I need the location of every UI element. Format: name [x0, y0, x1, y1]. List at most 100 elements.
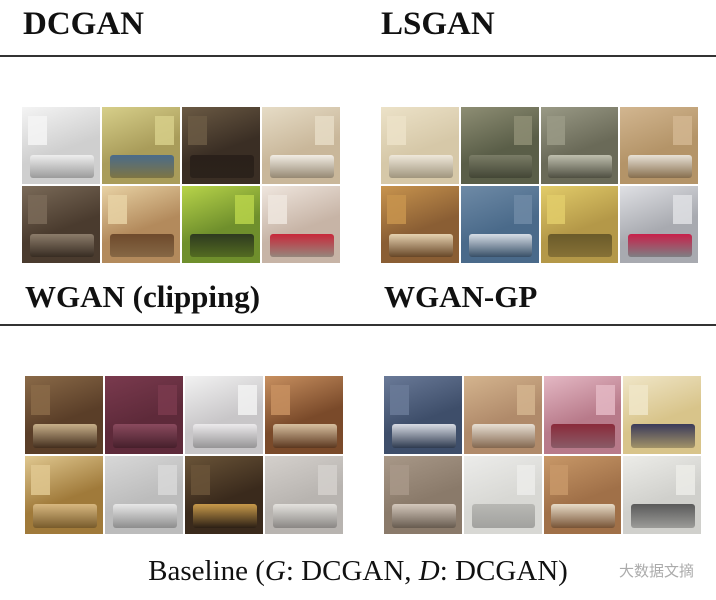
window-shape [191, 465, 210, 495]
sample-image [185, 456, 263, 534]
sample-image [102, 107, 180, 184]
window-shape [31, 465, 50, 495]
sample-image [543, 376, 622, 454]
top-divider [0, 55, 716, 57]
window-shape [596, 385, 616, 415]
window-shape [387, 116, 406, 146]
window-shape [158, 465, 177, 495]
caption-d-symbol: D [418, 555, 440, 587]
sample-image [185, 376, 263, 454]
bed-shape [189, 233, 254, 257]
window-shape [516, 465, 536, 495]
bed-shape [192, 424, 257, 448]
window-shape [513, 195, 533, 225]
window-shape [549, 465, 569, 495]
sample-image [384, 456, 462, 534]
window-shape [546, 116, 566, 146]
window-shape [235, 195, 254, 225]
window-shape [387, 195, 406, 225]
window-shape [158, 385, 177, 415]
sample-image [381, 107, 459, 184]
bed-shape [32, 424, 97, 448]
bed-shape [628, 233, 692, 257]
sample-image [105, 376, 183, 454]
sample-image [262, 107, 340, 184]
sample-image [262, 186, 340, 263]
bed-shape [468, 233, 533, 257]
sample-image [22, 186, 100, 263]
window-shape [676, 465, 695, 495]
sample-image [105, 456, 183, 534]
baseline-caption: Baseline (G: DCGAN, D: DCGAN) [0, 557, 716, 586]
bed-shape [29, 233, 94, 257]
sample-image [543, 456, 622, 534]
bed-shape [189, 154, 254, 178]
lsgan-label: LSGAN [381, 6, 495, 42]
sample-image [623, 456, 701, 534]
bed-shape [548, 233, 613, 257]
bed-shape [109, 233, 174, 257]
caption-g-value: : DCGAN, [285, 555, 419, 587]
wgan-gp-label: WGAN-GP [384, 279, 538, 314]
window-shape [390, 385, 409, 415]
sample-image [182, 107, 260, 184]
bed-shape [269, 233, 334, 257]
sample-image [381, 186, 459, 263]
sample-image [620, 107, 698, 184]
window-shape [271, 385, 290, 415]
bed-shape [628, 154, 692, 178]
wgan-gp-samples-grid [384, 376, 701, 534]
window-shape [238, 385, 257, 415]
caption-g-symbol: G [264, 555, 286, 587]
sample-image [22, 107, 100, 184]
wgan-clipping-label: WGAN (clipping) [25, 279, 261, 314]
window-shape [318, 465, 337, 495]
window-shape [155, 116, 174, 146]
sample-image [460, 107, 539, 184]
sample-image [540, 186, 619, 263]
window-shape [673, 195, 692, 225]
bed-shape [112, 504, 177, 528]
sample-image [540, 107, 619, 184]
middle-divider [0, 324, 716, 326]
bed-shape [32, 504, 97, 528]
caption-prefix: Baseline ( [148, 555, 265, 587]
sample-image [460, 186, 539, 263]
window-shape [513, 116, 533, 146]
window-shape [629, 385, 649, 415]
window-shape [516, 385, 536, 415]
sample-image [620, 186, 698, 263]
window-shape [268, 195, 287, 225]
bed-shape [631, 424, 695, 448]
sample-image [265, 456, 343, 534]
bed-shape [631, 504, 695, 528]
watermark: 大数据文摘 [618, 562, 694, 580]
dcgan-label: DCGAN [23, 6, 144, 42]
window-shape [390, 465, 409, 495]
bed-shape [471, 424, 536, 448]
bed-shape [388, 233, 453, 257]
bed-shape [192, 504, 257, 528]
bed-shape [272, 424, 337, 448]
bed-shape [551, 504, 616, 528]
bed-shape [391, 424, 456, 448]
window-shape [28, 116, 47, 146]
wgan-clipping-samples-grid [25, 376, 343, 534]
dcgan-samples-grid [22, 107, 340, 263]
sample-image [623, 376, 701, 454]
lsgan-samples-grid [381, 107, 698, 263]
bed-shape [269, 154, 334, 178]
sample-image [25, 456, 103, 534]
sample-image [265, 376, 343, 454]
window-shape [188, 116, 207, 146]
bed-shape [29, 154, 94, 178]
bed-shape [548, 154, 613, 178]
sample-image [463, 376, 542, 454]
window-shape [28, 195, 47, 225]
window-shape [546, 195, 566, 225]
window-shape [108, 195, 127, 225]
caption-d-value: : DCGAN) [439, 555, 568, 587]
bed-shape [109, 154, 174, 178]
window-shape [673, 116, 692, 146]
window-shape [315, 116, 334, 146]
